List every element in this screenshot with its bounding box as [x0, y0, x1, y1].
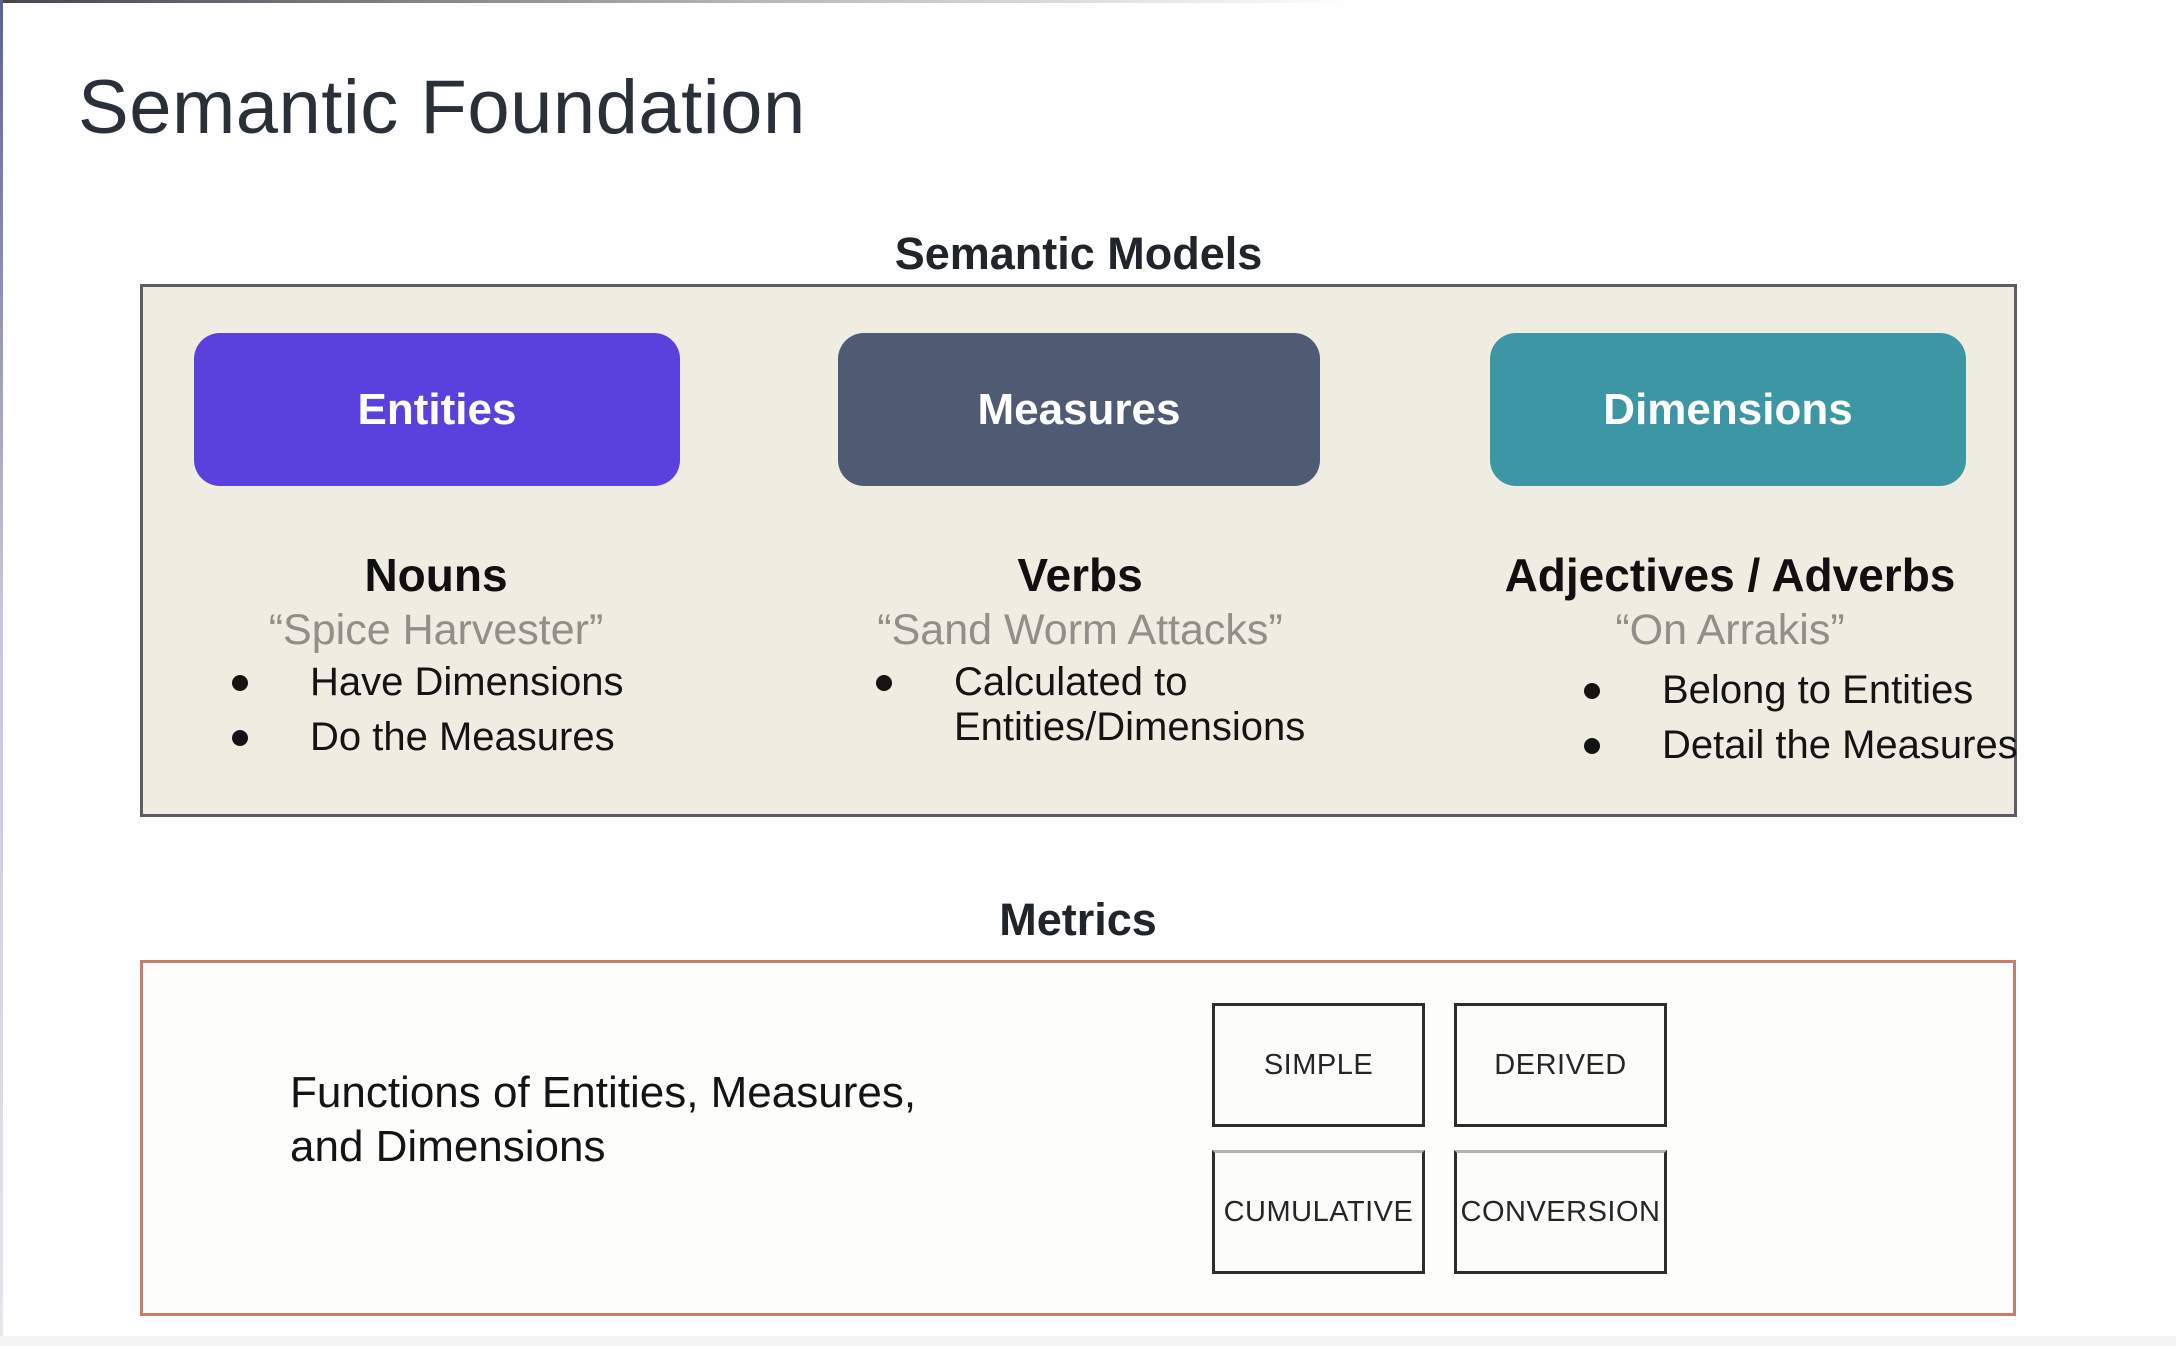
entities-pill: Entities [194, 333, 680, 486]
metric-type-conversion: CONVERSION [1454, 1150, 1667, 1274]
bullet-dot-icon [1584, 683, 1600, 699]
metric-types-grid: SIMPLE DERIVED CUMULATIVE CONVERSION [1212, 1003, 1667, 1274]
footer-strip [0, 1336, 2176, 1346]
bullet-text: Detail the Measures [1662, 722, 2018, 767]
dimensions-word-class: Adjectives / Adverbs [1504, 549, 1956, 601]
measures-bullet-list: Calculated to Entities/Dimensions [876, 660, 1334, 760]
bullet-text: Do the Measures [310, 714, 615, 759]
page-title: Semantic Foundation [78, 65, 806, 150]
metric-type-derived: DERIVED [1454, 1003, 1667, 1127]
entities-column-text: Nouns “Spice Harvester” [86, 548, 786, 655]
entities-example-quote: “Spice Harvester” [268, 606, 604, 654]
list-item: Do the Measures [232, 715, 623, 760]
bullet-dot-icon [232, 729, 248, 746]
measures-example-quote: “Sand Worm Attacks” [877, 606, 1283, 654]
list-item: Calculated to Entities/Dimensions [876, 660, 1334, 750]
bullet-dot-icon [876, 675, 892, 691]
list-item: Detail the Measures [1584, 723, 2018, 768]
bullet-text: Have Dimensions [310, 660, 624, 704]
list-item: Have Dimensions [232, 660, 623, 705]
metric-type-simple: SIMPLE [1212, 1003, 1425, 1127]
list-item: Belong to Entities [1584, 668, 2018, 713]
measures-pill: Measures [838, 333, 1320, 486]
entities-word-class: Nouns [364, 549, 508, 601]
top-edge-line [0, 0, 2176, 3]
metrics-description: Functions of Entities, Measures, and Dim… [290, 1068, 917, 1171]
bullet-text: Belong to Entities [1662, 668, 1974, 712]
bullet-dot-icon [1584, 737, 1600, 754]
dimensions-example-quote: “On Arrakis” [1615, 606, 1845, 654]
measures-word-class: Verbs [1017, 549, 1143, 601]
dimensions-column-text: Adjectives / Adverbs “On Arrakis” [1380, 548, 2080, 655]
metrics-heading: Metrics [999, 894, 1157, 945]
bullet-text: Calculated to Entities/Dimensions [954, 660, 1306, 749]
dimensions-bullet-list: Belong to Entities Detail the Measures [1584, 668, 2018, 778]
left-edge-line [0, 0, 3, 1346]
dimensions-pill: Dimensions [1490, 333, 1966, 486]
semantic-models-heading: Semantic Models [894, 228, 1263, 279]
metrics-panel [140, 960, 2016, 1316]
bullet-dot-icon [232, 675, 248, 691]
metric-type-cumulative: CUMULATIVE [1212, 1150, 1425, 1274]
entities-bullet-list: Have Dimensions Do the Measures [232, 660, 623, 770]
measures-column-text: Verbs “Sand Worm Attacks” [730, 548, 1430, 655]
